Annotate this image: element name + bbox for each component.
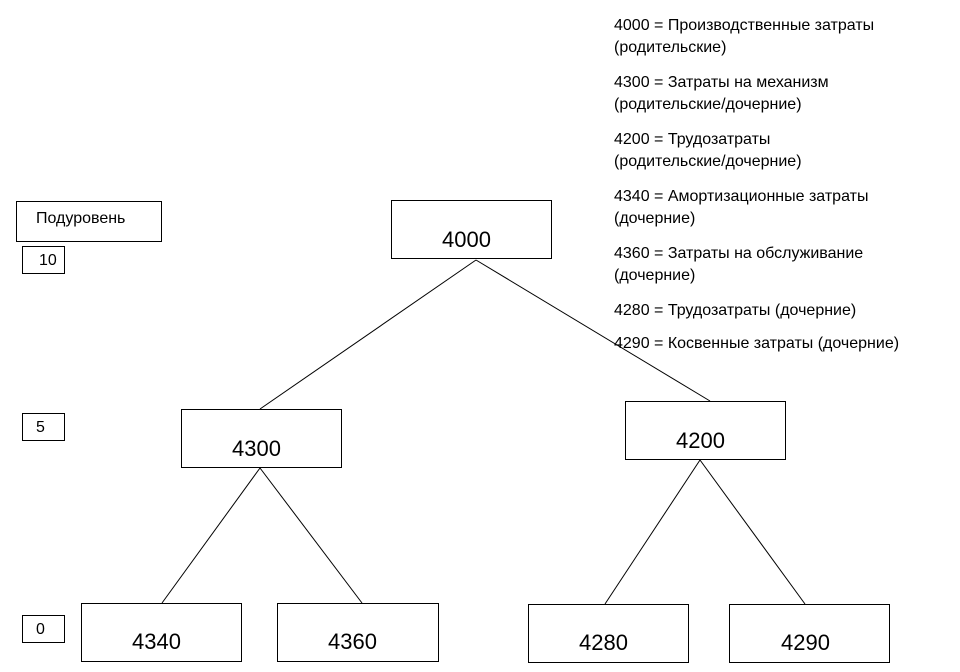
legend-line: (дочерние) [614,267,696,284]
legend: 4000 = Производственные затраты (родител… [614,15,960,366]
legend-line: 4200 = Трудозатраты [614,131,771,148]
node-leaf-3: 4280 [528,604,689,663]
legend-line: 4340 = Амортизационные затраты [614,188,869,205]
node-leaf-2: 4360 [277,603,439,662]
edge-4300-4360 [259,467,363,604]
node-mid-left-label: 4300 [232,436,281,461]
level-box-5: 5 [22,413,65,441]
legend-item-4360: 4360 = Затраты на обслуживание (дочерние… [614,243,960,287]
level-box-0: 0 [22,615,65,643]
legend-item-4300: 4300 = Затраты на механизм (родительские… [614,72,960,116]
legend-line: 4300 = Затраты на механизм [614,74,829,91]
legend-line: 4000 = Производственные затраты [614,17,875,34]
level-label-10: 10 [39,252,57,269]
legend-item-4280: 4280 = Трудозатраты (дочерние) [614,300,960,322]
level-label-0: 0 [36,621,45,638]
node-root: 4000 [391,200,552,259]
legend-line: (родительские/дочерние) [614,96,802,113]
edge-4000-4200 [475,259,711,402]
legend-line: (родительские) [614,39,727,56]
legend-item-4290: 4290 = Косвенные затраты (дочерние) [614,333,960,355]
sublevel-header-box: Подуровень [16,201,162,242]
node-leaf-4-label: 4290 [781,630,830,655]
legend-line: 4280 = Трудозатраты (дочерние) [614,302,857,319]
node-mid-right-label: 4200 [676,428,725,453]
node-leaf-1: 4340 [81,603,242,662]
node-leaf-2-label: 4360 [328,629,377,654]
node-mid-left: 4300 [181,409,342,468]
edge-4300-4340 [161,467,261,604]
level-label-5: 5 [36,419,45,436]
legend-item-4200: 4200 = Трудозатраты (родительские/дочерн… [614,129,960,173]
edge-4200-4280 [604,459,701,605]
node-leaf-3-label: 4280 [579,630,628,655]
edge-4000-4300 [259,259,477,410]
node-mid-right: 4200 [625,401,786,460]
node-root-label: 4000 [442,227,491,252]
legend-item-4340: 4340 = Амортизационные затраты (дочерние… [614,186,960,230]
legend-item-4000: 4000 = Производственные затраты (родител… [614,15,960,59]
legend-line: (дочерние) [614,210,696,227]
level-box-10: 10 [22,246,65,274]
node-leaf-4: 4290 [729,604,890,663]
legend-line: 4360 = Затраты на обслуживание [614,245,864,262]
sublevel-title: Подуровень [36,210,126,227]
legend-line: 4290 = Косвенные затраты (дочерние) [614,335,900,352]
edge-4200-4290 [699,459,806,605]
node-leaf-1-label: 4340 [132,629,181,654]
legend-line: (родительские/дочерние) [614,153,802,170]
